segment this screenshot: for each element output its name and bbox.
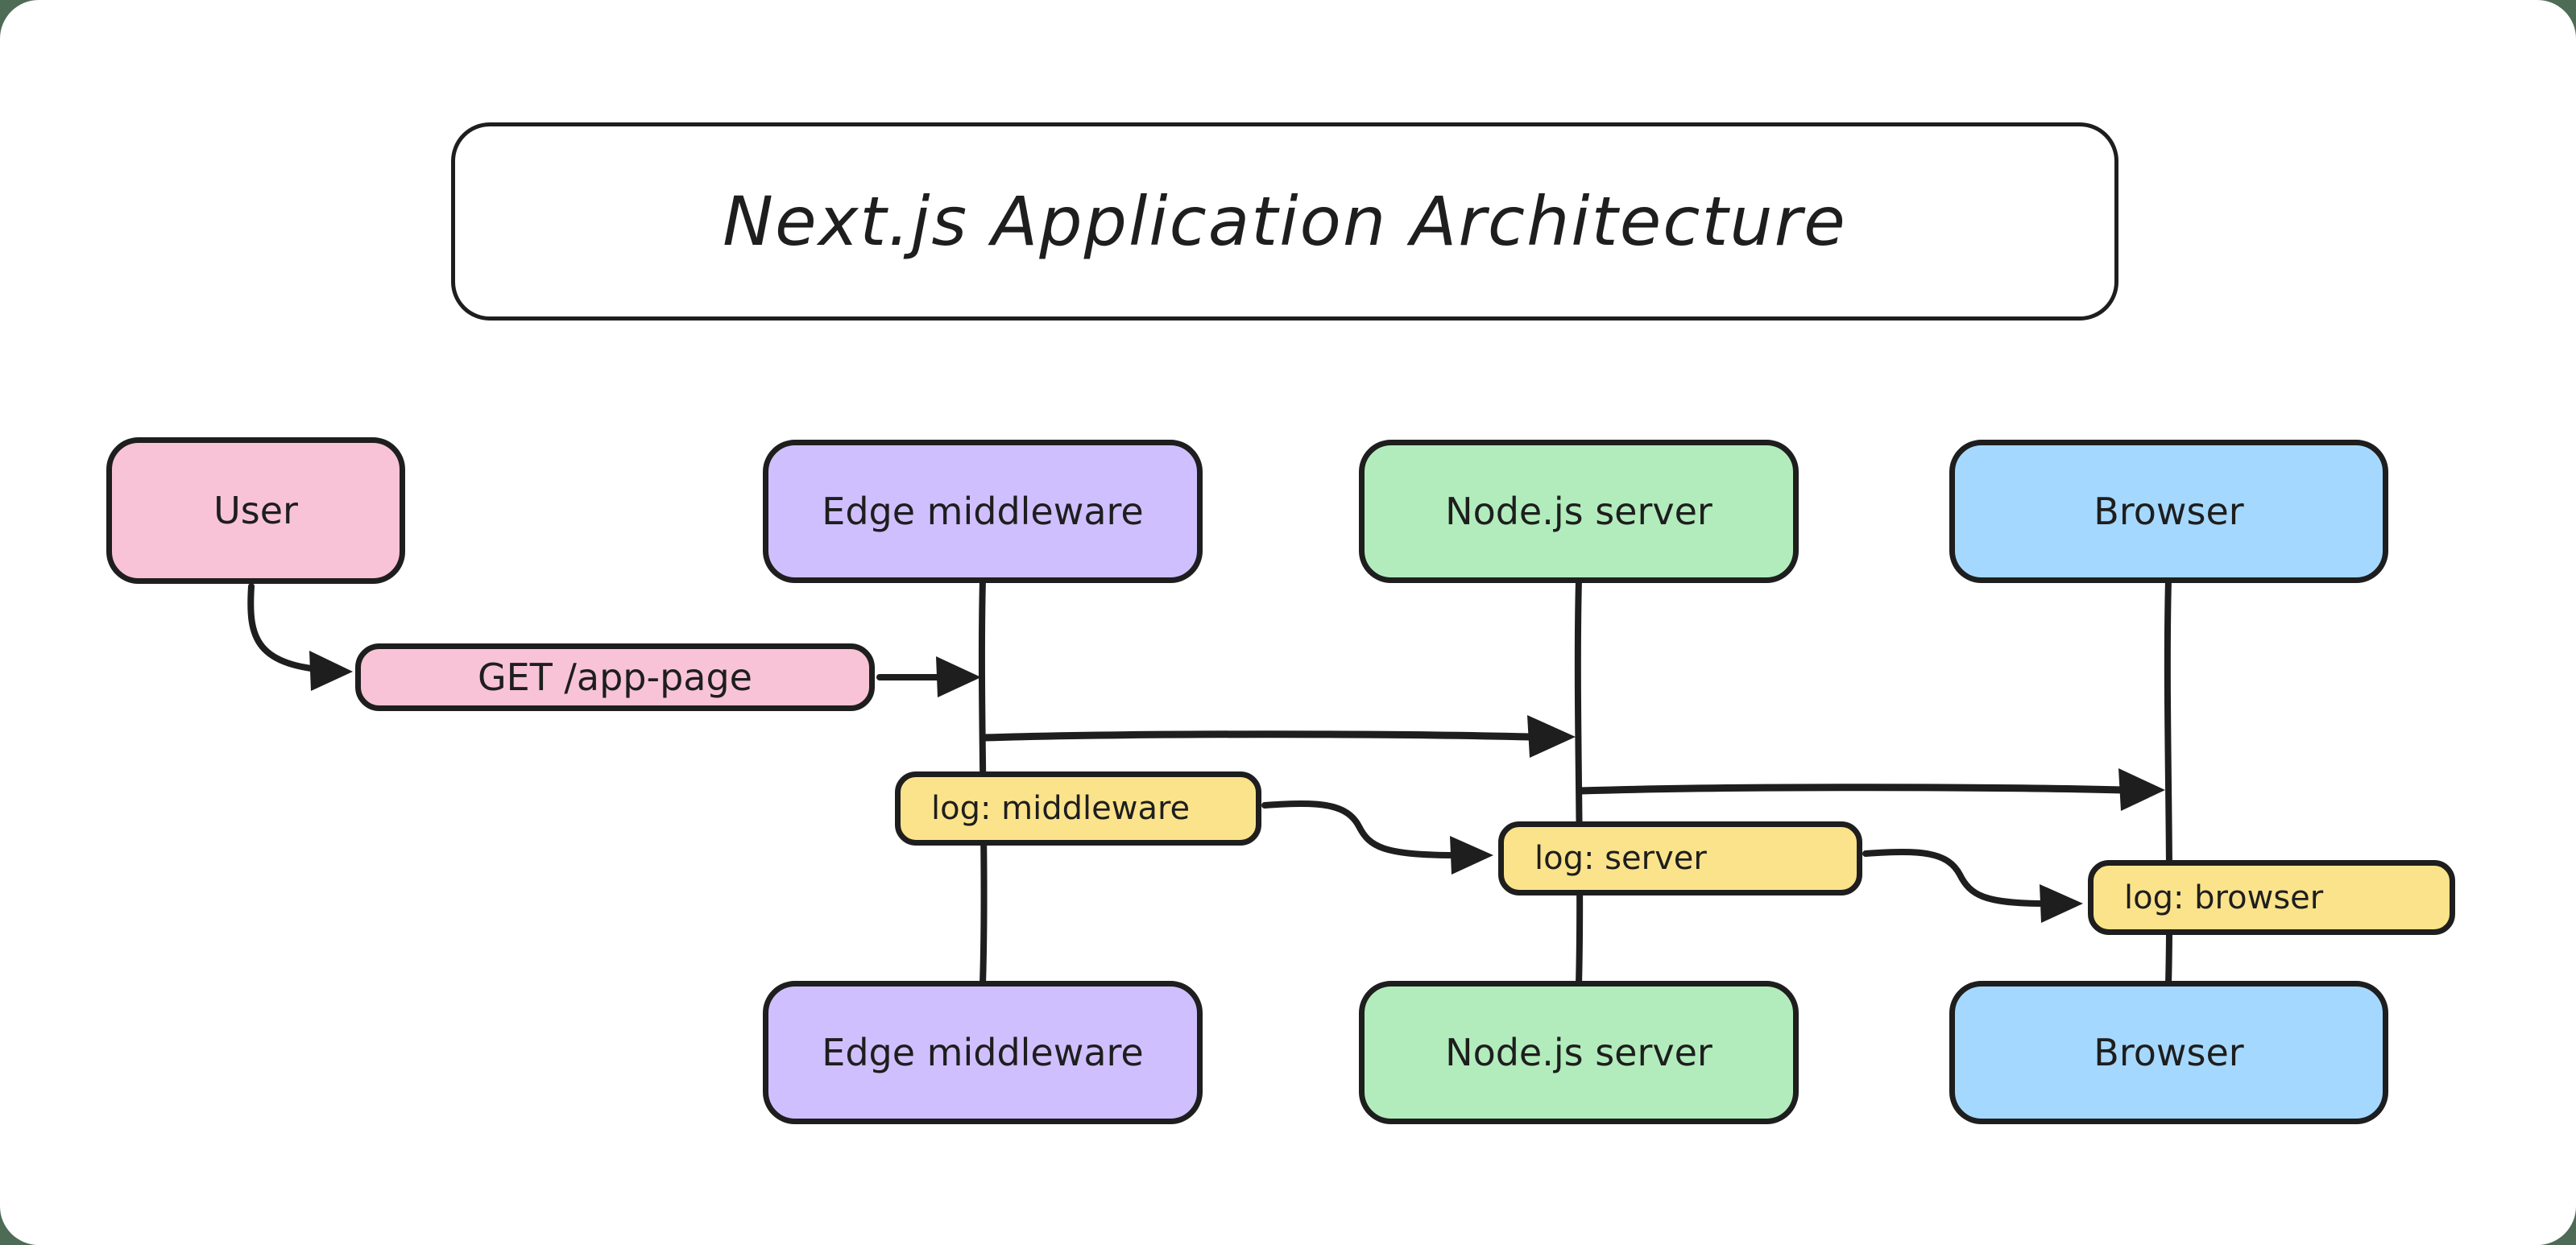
node-user-label: User <box>213 489 298 532</box>
node-log-browser: log: browser <box>2088 860 2455 935</box>
arrow-log-server-to-log-browser <box>1862 849 2083 923</box>
node-request: GET /app-page <box>355 643 875 711</box>
node-nodejs-server-top-label: Node.js server <box>1445 490 1713 533</box>
node-edge-middleware-top-label: Edge middleware <box>822 490 1144 533</box>
diagram-title: Next.js Application Architecture <box>723 182 1847 261</box>
node-user: User <box>106 437 405 584</box>
title-box: Next.js Application Architecture <box>451 122 2118 321</box>
node-browser-bottom-label: Browser <box>2094 1031 2244 1074</box>
node-request-label: GET /app-page <box>477 656 752 699</box>
node-nodejs-server-top: Node.js server <box>1359 440 1799 583</box>
node-browser-top: Browser <box>1949 440 2388 583</box>
node-edge-middleware-bottom-label: Edge middleware <box>822 1031 1144 1074</box>
node-edge-middleware-bottom: Edge middleware <box>763 981 1203 1124</box>
node-log-browser-label: log: browser <box>2124 879 2324 916</box>
node-log-server: log: server <box>1498 821 1862 895</box>
node-nodejs-server-bottom-label: Node.js server <box>1445 1031 1713 1074</box>
node-browser-top-label: Browser <box>2094 490 2244 533</box>
arrow-edge-middleware-to-nodejs-server <box>980 715 1576 758</box>
node-nodejs-server-bottom: Node.js server <box>1359 981 1799 1124</box>
arrow-log-middleware-to-log-server <box>1261 800 1493 875</box>
node-browser-bottom: Browser <box>1949 981 2388 1124</box>
nodejs-server-lifeline <box>1574 577 1584 987</box>
node-edge-middleware-top: Edge middleware <box>763 440 1203 583</box>
node-log-middleware-label: log: middleware <box>931 790 1191 827</box>
node-log-server-label: log: server <box>1534 840 1707 877</box>
node-log-middleware: log: middleware <box>895 771 1261 846</box>
arrow-user-to-request <box>247 583 353 691</box>
arrow-request-to-edge-middleware <box>876 656 981 697</box>
arrow-nodejs-server-to-browser <box>1576 768 2165 811</box>
